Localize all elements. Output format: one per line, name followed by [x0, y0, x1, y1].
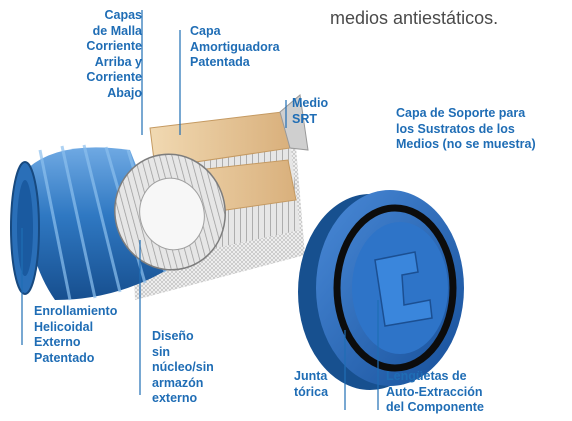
label-mesh-layers: Capas de Malla Corriente Arriba y Corrie…: [86, 8, 142, 100]
extraction-tab-icon: [374, 251, 433, 327]
intro-text-fragment: medios antiestáticos.: [330, 8, 499, 28]
label-cushion-layer: Capa Amortiguadora Patentada: [190, 24, 280, 69]
label-helical-wrap: Enrollamiento Helicoidal Externo Patenta…: [34, 304, 118, 365]
label-self-extraction-tabs: Lengüetas de Auto-Extracción del Compone…: [386, 369, 484, 414]
label-coreless-design: Diseño sin núcleo/sin armazón externo: [152, 329, 214, 405]
helical-wrap-cylinder: [10, 144, 226, 301]
callout-lines: [21, 10, 379, 410]
label-support-layer: Capa de Soporte para los Sustratos de lo…: [396, 106, 536, 151]
label-o-ring: Junta tórica: [294, 369, 329, 399]
o-ring-icon: [333, 204, 457, 372]
end-cap-component: [298, 190, 464, 390]
label-srt-media: Medio SRT: [292, 96, 329, 126]
